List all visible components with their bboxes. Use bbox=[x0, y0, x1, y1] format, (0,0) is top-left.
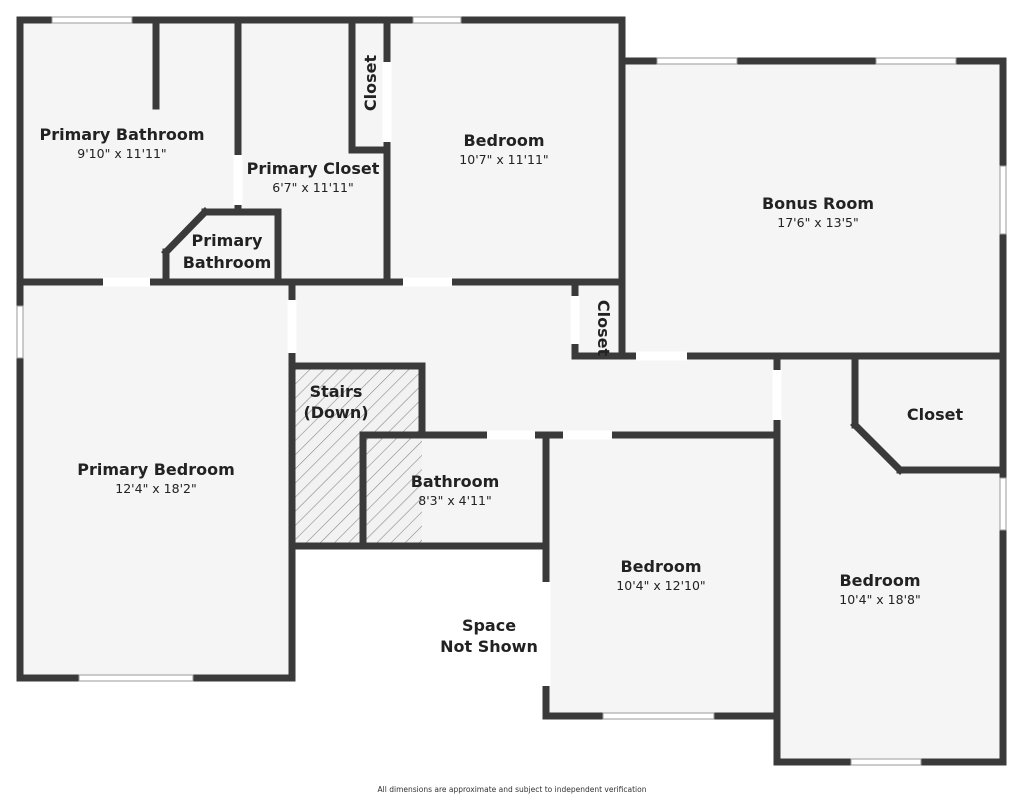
bonus-room-dims: 17'6" x 13'5" bbox=[777, 215, 858, 230]
primary-bedroom-dims: 12'4" x 18'2" bbox=[115, 481, 196, 496]
windows bbox=[16, 16, 1007, 766]
floor-bedroom-middle bbox=[546, 435, 777, 716]
floor-bedroom-right bbox=[777, 356, 1003, 762]
closet-right-label: Closet bbox=[907, 405, 964, 424]
room-labels: Primary Bathroom 9'10" x 11'11" Primary … bbox=[39, 55, 963, 656]
primary-bathroom-small-label-2: Bathroom bbox=[183, 253, 272, 272]
stairs-label-1: Stairs bbox=[310, 382, 363, 401]
space-not-shown-label-1: Space bbox=[462, 616, 516, 635]
floor-primary-bedroom bbox=[20, 282, 292, 678]
bathroom-dims: 8'3" x 4'11" bbox=[418, 493, 491, 508]
floor-hall-right bbox=[625, 356, 777, 435]
primary-bathroom-small-label-1: Primary bbox=[192, 231, 263, 250]
stairs-label-2: (Down) bbox=[303, 403, 368, 422]
bedroom-middle-label: Bedroom bbox=[620, 557, 701, 576]
closet-top-label: Closet bbox=[361, 55, 380, 112]
primary-bathroom-dims: 9'10" x 11'11" bbox=[77, 146, 166, 161]
primary-closet-label: Primary Closet bbox=[247, 159, 380, 178]
bedroom-top-dims: 10'7" x 11'11" bbox=[459, 152, 548, 167]
closet-hall-label: Closet bbox=[594, 300, 613, 357]
primary-bathroom-label: Primary Bathroom bbox=[39, 125, 204, 144]
floor-left-block bbox=[20, 20, 625, 282]
primary-closet-dims: 6'7" x 11'11" bbox=[272, 180, 353, 195]
disclaimer: All dimensions are approximate and subje… bbox=[378, 785, 647, 794]
floor-fills bbox=[20, 20, 1003, 762]
bathroom-label: Bathroom bbox=[411, 472, 500, 491]
floor-bonus-room bbox=[625, 61, 1003, 356]
space-not-shown-label-2: Not Shown bbox=[440, 637, 538, 656]
bedroom-top-label: Bedroom bbox=[463, 131, 544, 150]
door-openings bbox=[103, 62, 782, 686]
bedroom-middle-dims: 10'4" x 12'10" bbox=[616, 578, 705, 593]
bonus-room-label: Bonus Room bbox=[762, 194, 874, 213]
bedroom-right-label: Bedroom bbox=[839, 571, 920, 590]
bedroom-right-dims: 10'4" x 18'8" bbox=[839, 592, 920, 607]
primary-bedroom-label: Primary Bedroom bbox=[77, 460, 235, 479]
stairs-hatch bbox=[295, 366, 422, 546]
